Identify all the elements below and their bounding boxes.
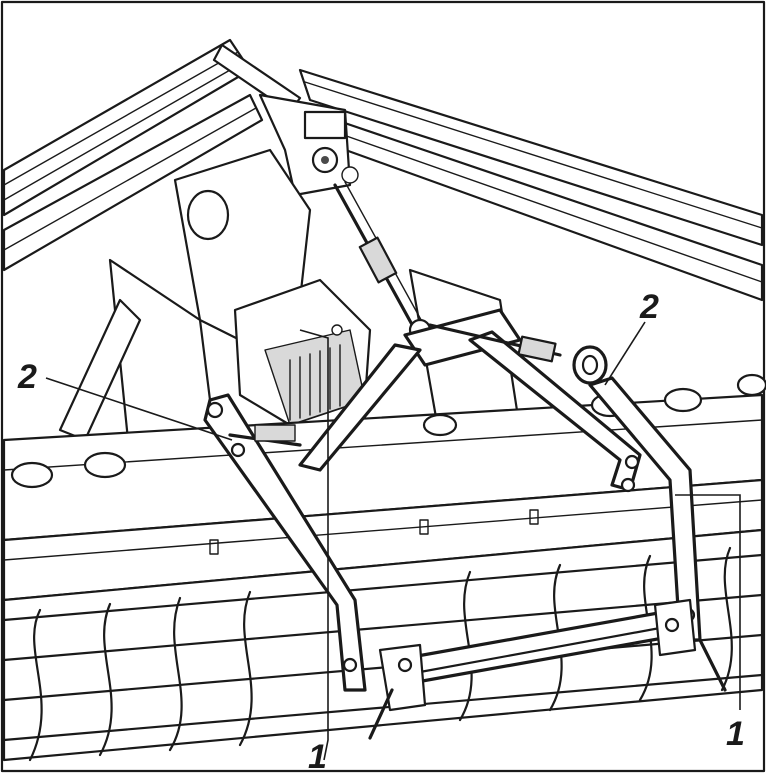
upper-left-boom <box>2 38 302 272</box>
upper-right-boom <box>298 68 764 302</box>
leader-c1-left <box>299 329 329 761</box>
leader-c2-right <box>604 321 646 386</box>
machine-bed <box>2 373 766 602</box>
callout-2-right: 2 <box>639 288 659 326</box>
leader-c2-left <box>45 377 233 441</box>
leader-lines <box>45 321 741 761</box>
callout-1-left: 1 <box>308 738 327 773</box>
left-tension-rod <box>228 424 302 447</box>
frame-hole <box>186 189 230 241</box>
hitch-frame <box>203 308 702 692</box>
top-link-bracket <box>258 93 359 197</box>
bottom-crossbar <box>368 598 727 740</box>
gearbox <box>233 278 372 427</box>
right-turnbuckle <box>428 323 608 385</box>
callout-2-left: 2 <box>17 358 37 396</box>
callout-1-right: 1 <box>726 715 745 753</box>
leader-c1-right <box>675 494 741 710</box>
left-lower-arm <box>203 393 367 692</box>
